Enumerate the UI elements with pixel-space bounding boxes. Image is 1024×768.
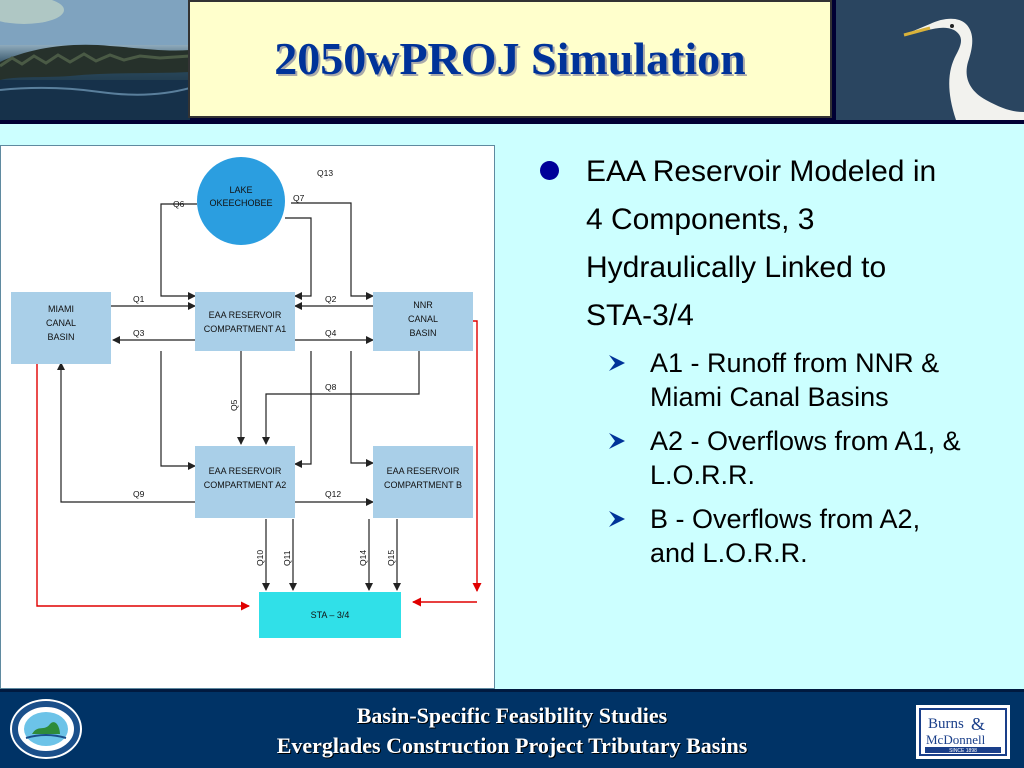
flow-label-q4: Q4: [325, 328, 337, 338]
burns-mcdonnell-logo: Burns & McDonnell SINCE 1898: [916, 705, 1010, 759]
flow-line-q8: [262, 351, 420, 445]
flow-label-q14: Q14: [358, 550, 368, 566]
flow-label-q2: Q2: [325, 294, 337, 304]
sub-bullet-a1-text: A1 - Runoff from NNR & Miami Canal Basin…: [650, 348, 940, 412]
compartment-b-node: [373, 446, 473, 518]
footer-bar: Basin-Specific Feasibility Studies Everg…: [0, 689, 1024, 768]
bullet-list: EAA Reservoir Modeled in 4 Components, 3…: [540, 148, 1010, 580]
sta-3-4-label: STA – 3/4: [311, 610, 350, 620]
sub-bullet-b: B - Overflows from A2, and L.O.R.R.: [540, 502, 1010, 570]
flow-line-q6-branch: [160, 351, 196, 470]
footer-line-2: Everglades Construction Project Tributar…: [276, 733, 748, 758]
bullet-main: EAA Reservoir Modeled in 4 Components, 3…: [540, 148, 1010, 340]
flow-line-q13: [291, 202, 374, 300]
alligator-photo: [0, 0, 190, 120]
flow-label-q8: Q8: [325, 382, 337, 392]
flow-label-q6: Q6: [173, 199, 185, 209]
lake-okeechobee-node: [197, 157, 285, 245]
red-line-miami-to-sta: [36, 364, 250, 611]
flow-label-q7: Q7: [293, 193, 305, 203]
flow-line-q13-branch: [350, 351, 374, 467]
arrowhead-bullet-icon: [609, 511, 625, 527]
slide-title: 2050wPROJ Simulation: [274, 33, 746, 84]
flow-line-q6: [160, 203, 197, 300]
logo-ampersand: &: [971, 714, 985, 734]
flow-label-q3: Q3: [133, 328, 145, 338]
arrowhead-bullet-icon: [609, 355, 625, 371]
sta-3-4-node: [259, 592, 401, 638]
flow-line-q7: [285, 217, 312, 300]
sub-bullet-list: A1 - Runoff from NNR & Miami Canal Basin…: [540, 346, 1010, 570]
title-box: 2050wPROJ Simulation: [188, 0, 832, 118]
footer-line-1: Basin-Specific Feasibility Studies: [356, 703, 668, 728]
egret-photo: [836, 0, 1024, 120]
burns-mcdonnell-wordmark: Burns & McDonnell SINCE 1898: [919, 708, 1007, 756]
flow-label-q9: Q9: [133, 489, 145, 499]
alligator-photo-illustration: [0, 0, 190, 120]
bullet-main-text: EAA Reservoir Modeled in 4 Components, 3…: [586, 155, 937, 332]
flow-label-q10: Q10: [255, 550, 265, 566]
flow-label-q1: Q1: [133, 294, 145, 304]
flow-line-q9: [57, 362, 195, 503]
egret-photo-illustration: [836, 0, 1024, 120]
arrowhead-bullet-icon: [609, 433, 625, 449]
sfwmd-logo: [10, 699, 82, 759]
flow-label-q15: Q15: [386, 550, 396, 566]
compartment-a1-node: [195, 292, 295, 351]
flow-label-q11: Q11: [282, 550, 292, 566]
sub-bullet-a2-text: A2 - Overflows from A1, & L.O.R.R.: [650, 426, 961, 490]
logo-mcdonnell-text: McDonnell: [926, 732, 986, 747]
filled-circle-bullet-icon: [540, 161, 559, 180]
logo-since-text: SINCE 1898: [949, 748, 977, 754]
sub-bullet-b-text: B - Overflows from A2, and L.O.R.R.: [650, 504, 921, 568]
flow-label-q12: Q12: [325, 489, 341, 499]
footer-divider: [0, 689, 1024, 692]
sub-bullet-a1: A1 - Runoff from NNR & Miami Canal Basin…: [540, 346, 1010, 414]
sub-bullet-a2: A2 - Overflows from A1, & L.O.R.R.: [540, 424, 1010, 492]
flow-line-q7-branch: [294, 351, 312, 468]
flow-label-q13: Q13: [317, 168, 333, 178]
header-divider: [0, 120, 1024, 124]
miami-canal-basin-node: [11, 292, 111, 364]
nnr-canal-basin-node: [373, 292, 473, 351]
flow-label-q5: Q5: [229, 399, 239, 411]
logo-burns-text: Burns: [928, 716, 964, 732]
compartment-a2-node: [195, 446, 295, 518]
